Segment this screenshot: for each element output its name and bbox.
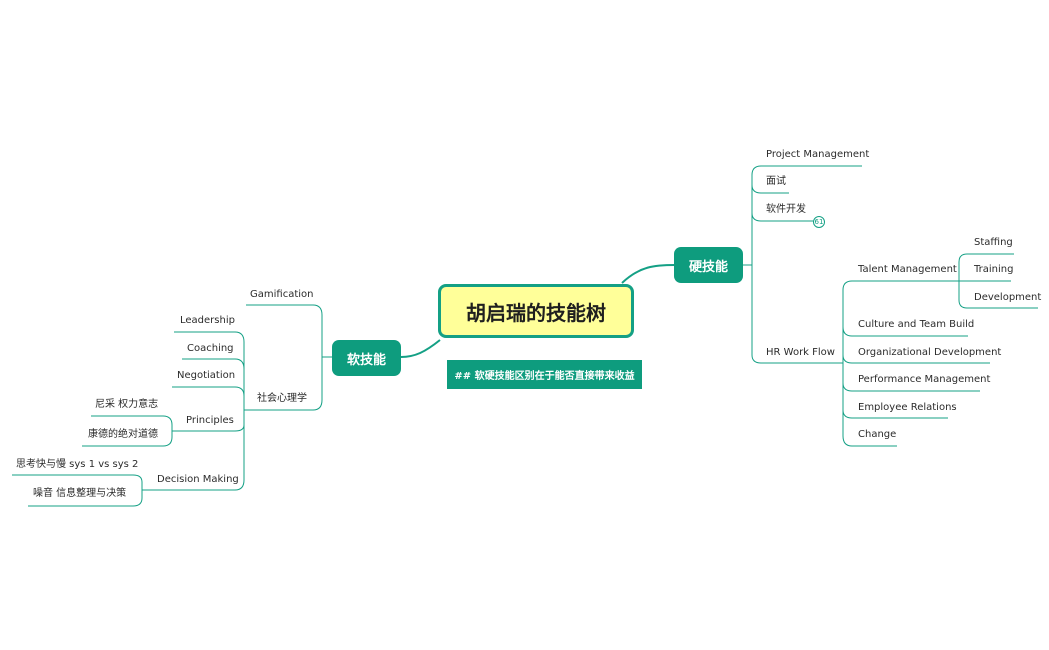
topic-software-dev[interactable]: 软件开发 [766,204,806,215]
topic-organizational-development[interactable]: Organizational Development [858,347,1002,358]
topic-social-psychology[interactable]: 社会心理学 [257,393,307,404]
topic-employee-relations[interactable]: Employee Relations [858,402,957,413]
floating-note[interactable]: ## 软硬技能区别在于能否直接带来收益 [447,360,642,389]
topic-leadership[interactable]: Leadership [180,315,235,326]
collapsed-count-badge[interactable]: 61 [813,216,825,228]
topic-coaching[interactable]: Coaching [187,343,234,354]
root-topic[interactable]: 胡启瑞的技能树 [438,284,634,338]
topic-development[interactable]: Development [974,292,1042,303]
topic-negotiation[interactable]: Negotiation [177,370,236,381]
topic-interview[interactable]: 面试 [766,176,786,187]
soft-skills-node[interactable]: 软技能 [332,340,401,376]
topic-performance-management[interactable]: Performance Management [858,374,991,385]
topic-training[interactable]: Training [974,264,1014,275]
topic-project-management[interactable]: Project Management [766,149,870,160]
topic-talent-management[interactable]: Talent Management [858,264,957,275]
topic-decision-making[interactable]: Decision Making [157,474,239,485]
topic-hr-work-flow[interactable]: HR Work Flow [766,347,835,358]
topic-thinking-fast-slow[interactable]: 思考快与慢 sys 1 vs sys 2 [16,459,139,470]
topic-noise[interactable]: 噪音 信息整理与决策 [33,488,127,499]
topic-nietzsche[interactable]: 尼采 权力意志 [95,399,159,410]
topic-staffing[interactable]: Staffing [974,237,1013,248]
topic-change[interactable]: Change [858,429,897,440]
hard-skills-node[interactable]: 硬技能 [674,247,743,283]
topic-culture-team-build[interactable]: Culture and Team Build [858,319,975,330]
topic-principles[interactable]: Principles [186,415,234,426]
topic-gamification[interactable]: Gamification [250,289,314,300]
topic-kant[interactable]: 康德的绝对道德 [88,429,158,440]
